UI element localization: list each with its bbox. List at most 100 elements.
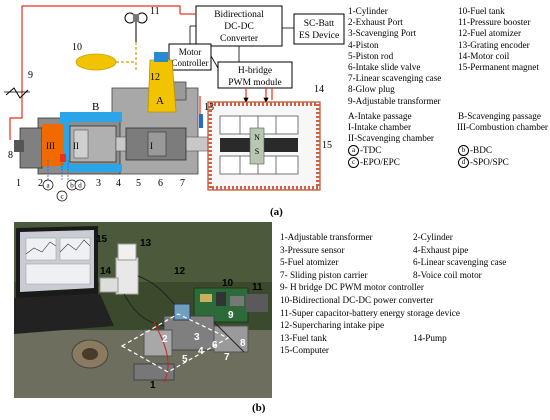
svg-text:8: 8: [8, 150, 13, 161]
svg-text:2: 2: [162, 334, 168, 345]
svg-text:5: 5: [182, 354, 188, 365]
coil-arrows: [243, 97, 269, 103]
svg-text:3: 3: [194, 332, 200, 343]
pressure-booster: [124, 12, 148, 42]
caption-a: (a): [270, 206, 283, 218]
svg-text:14: 14: [100, 266, 112, 277]
svg-text:7: 7: [180, 178, 185, 189]
engine-assembly: [71, 303, 249, 381]
intake-passage: [147, 52, 177, 113]
caption-b: (b): [252, 402, 266, 414]
label-region-III: III: [46, 141, 55, 151]
marker-row: a-TDC b-BDC: [348, 145, 548, 157]
position-markers: a b c d: [42, 179, 86, 202]
svg-text:9: 9: [228, 310, 234, 321]
legend-row: 9- H bridge DC PWM motor controller: [280, 282, 424, 293]
piston: [69, 125, 117, 163]
svg-text:DC-DC: DC-DC: [224, 22, 254, 32]
engine-highlight: [120, 313, 230, 373]
svg-text:Motor: Motor: [179, 47, 202, 57]
prototype-photo: 1 2 3 4 5 6 7 8 9 10 11 12 13 14 15: [14, 222, 272, 398]
svg-text:b: b: [70, 182, 74, 190]
permanent-magnet: N S: [220, 127, 298, 165]
svg-text:ES Device: ES Device: [299, 31, 339, 41]
fuel-tank-and-pump: [99, 243, 139, 295]
svg-text:10: 10: [72, 42, 82, 53]
svg-text:N: N: [254, 133, 260, 142]
engine-schematic: Bidirectional DC-DC Converter SC-Batt ES…: [4, 5, 345, 202]
svg-text:2: 2: [38, 178, 43, 189]
glow-plug: [14, 140, 24, 152]
label-region-I: I: [150, 141, 153, 151]
photo-number-labels: 1 2 3 4 5 6 7 8 9 10 11 12 13 14 15: [96, 234, 263, 391]
svg-text:8: 8: [240, 338, 246, 349]
svg-text:c: c: [60, 193, 63, 201]
legend-row: 12-Supercharing intake pipe: [280, 320, 385, 331]
svg-text:7: 7: [224, 352, 230, 363]
svg-text:3: 3: [96, 178, 101, 189]
legend-row: 8-Glow plug: [348, 84, 395, 95]
hbridge-box: H-bridge PWM module: [217, 61, 293, 89]
svg-text:4: 4: [198, 346, 204, 357]
svg-text:1: 1: [150, 380, 156, 391]
sc-batt-box: SC-Batt ES Device: [293, 13, 345, 45]
marker-legend: a-TDC b-BDC c-EPO/EPC d-SPO/SPC: [348, 145, 548, 168]
svg-text:Bidirectional: Bidirectional: [214, 10, 264, 20]
svg-text:d: d: [78, 182, 82, 190]
svg-text:6: 6: [158, 178, 163, 189]
motor-controller-box: Motor Controller: [168, 43, 212, 71]
svg-text:1: 1: [16, 178, 21, 189]
dcdc-converter-box: Bidirectional DC-DC Converter: [195, 5, 283, 47]
svg-text:11: 11: [252, 282, 263, 293]
legend-row: 9-Adjustable transformer: [348, 95, 441, 106]
svg-text:11: 11: [150, 6, 160, 17]
svg-text:15: 15: [96, 234, 108, 245]
svg-text:PWM module: PWM module: [228, 78, 282, 88]
svg-text:SC-Batt: SC-Batt: [304, 19, 335, 29]
svg-text:9: 9: [28, 70, 33, 81]
legend-row: 10-Bidirectional DC-DC power converter: [280, 294, 434, 305]
svg-text:12: 12: [174, 266, 186, 277]
svg-text:13: 13: [204, 102, 214, 113]
adjustable-transformer: [4, 87, 30, 99]
svg-text:4: 4: [116, 178, 121, 189]
svg-text:15: 15: [322, 140, 332, 151]
svg-text:S: S: [255, 147, 259, 156]
label-region-II: II: [73, 141, 79, 151]
legend-row: 15-Computer: [280, 345, 329, 356]
port-markers: [47, 154, 69, 180]
svg-text:5: 5: [136, 178, 141, 189]
laptop-computer: [14, 226, 114, 334]
piston-rod: [115, 127, 209, 161]
grating-encoder: [199, 114, 203, 128]
part-number-labels: 1 2 3 4 5 6 7 8 9 10 11 12 13 14 15: [8, 6, 332, 189]
legend-row: 11-Super capacitor-battery energy storag…: [280, 307, 460, 318]
svg-text:14: 14: [314, 84, 324, 95]
svg-text:H-bridge: H-bridge: [238, 66, 272, 76]
legend-row: 7-Linear scavenging case: [348, 73, 442, 84]
scavenging-passage: [60, 112, 122, 172]
svg-text:Controller: Controller: [172, 58, 209, 68]
combustion-chamber: [42, 124, 64, 166]
svg-text:10: 10: [222, 278, 234, 289]
svg-text:12: 12: [150, 72, 160, 83]
marker-row: c-EPO/EPC d-SPO/SPC: [348, 157, 548, 169]
svg-text:a: a: [46, 182, 50, 190]
fuel-tank: [75, 42, 137, 71]
label-region-A: A: [156, 95, 164, 107]
svg-text:13: 13: [140, 238, 152, 249]
